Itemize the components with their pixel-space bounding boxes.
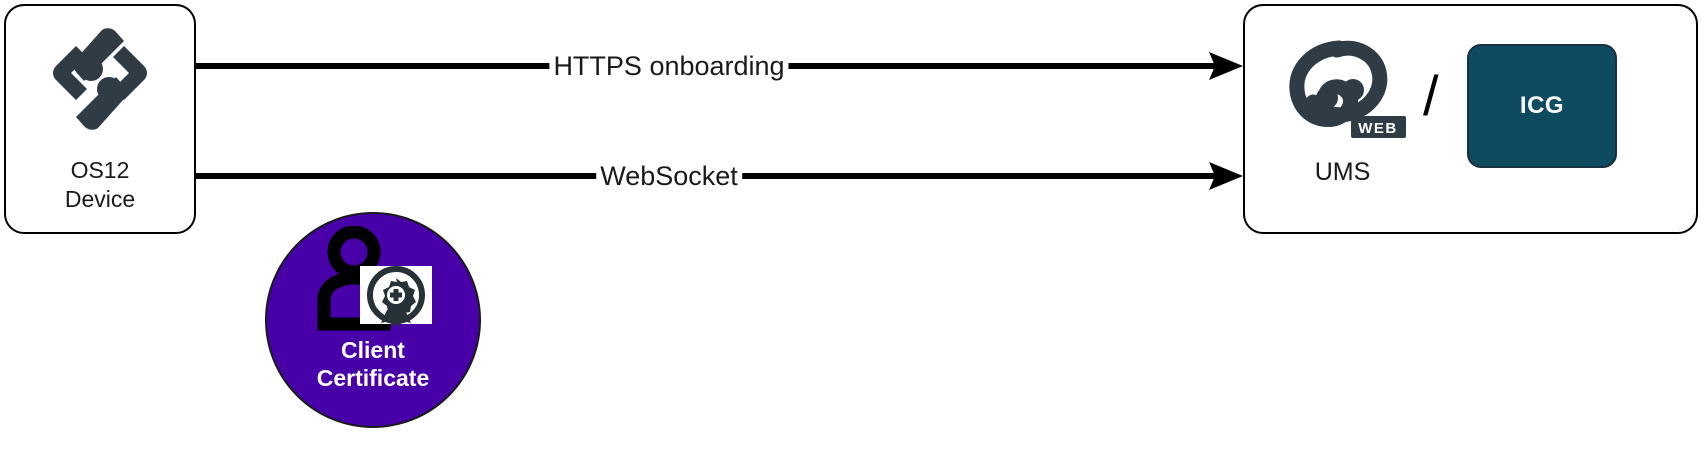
node-os12-device-label: OS12 Device — [64, 157, 136, 212]
ums-logo-web-badge-text: WEB — [1358, 120, 1398, 137]
ums-web-brand-logo-icon: WEB — [1275, 28, 1410, 148]
connector-label-websocket: WebSocket — [596, 160, 742, 192]
connector-label-https-onboarding: HTTPS onboarding — [549, 50, 789, 82]
node-icg[interactable]: ICG — [1467, 44, 1617, 168]
node-ums-label: UMS — [1314, 158, 1371, 186]
ums-icg-separator: / — [1423, 64, 1439, 127]
badge-client-certificate-label: Client Certificate — [316, 337, 430, 391]
node-ums[interactable]: WEB UMS / ICG — [1243, 4, 1698, 234]
user-with-certificate-icon — [308, 225, 438, 336]
os12-brand-logo-icon — [40, 24, 160, 134]
node-os12-device[interactable]: OS12 Device — [4, 4, 196, 234]
badge-client-certificate[interactable]: Client Certificate — [265, 212, 481, 428]
node-icg-label: ICG — [1519, 92, 1565, 119]
